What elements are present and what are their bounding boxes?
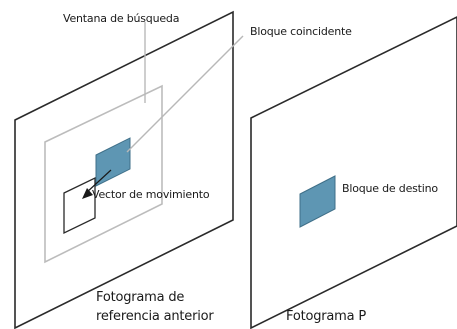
motion-vector-line [85,169,112,194]
matching-block [95,137,131,187]
search-window-label: Ventana de búsqueda [63,12,180,25]
p-frame [250,16,457,329]
p-frame-label: Fotograma P [286,309,366,324]
motion-vector-label: Vector de movimiento [92,188,210,201]
target-block-label: Bloque de destino [342,182,438,195]
matching-block-leader-line [126,35,244,153]
search-window [44,84,163,264]
matching-block-label: Bloque coincidente [250,25,352,38]
reference-frame-label-line2: referencia anterior [96,309,214,324]
target-block [299,175,336,228]
motion-vector-arrowhead [82,188,93,199]
reference-frame-label-line1: Fotograma de [96,290,185,305]
